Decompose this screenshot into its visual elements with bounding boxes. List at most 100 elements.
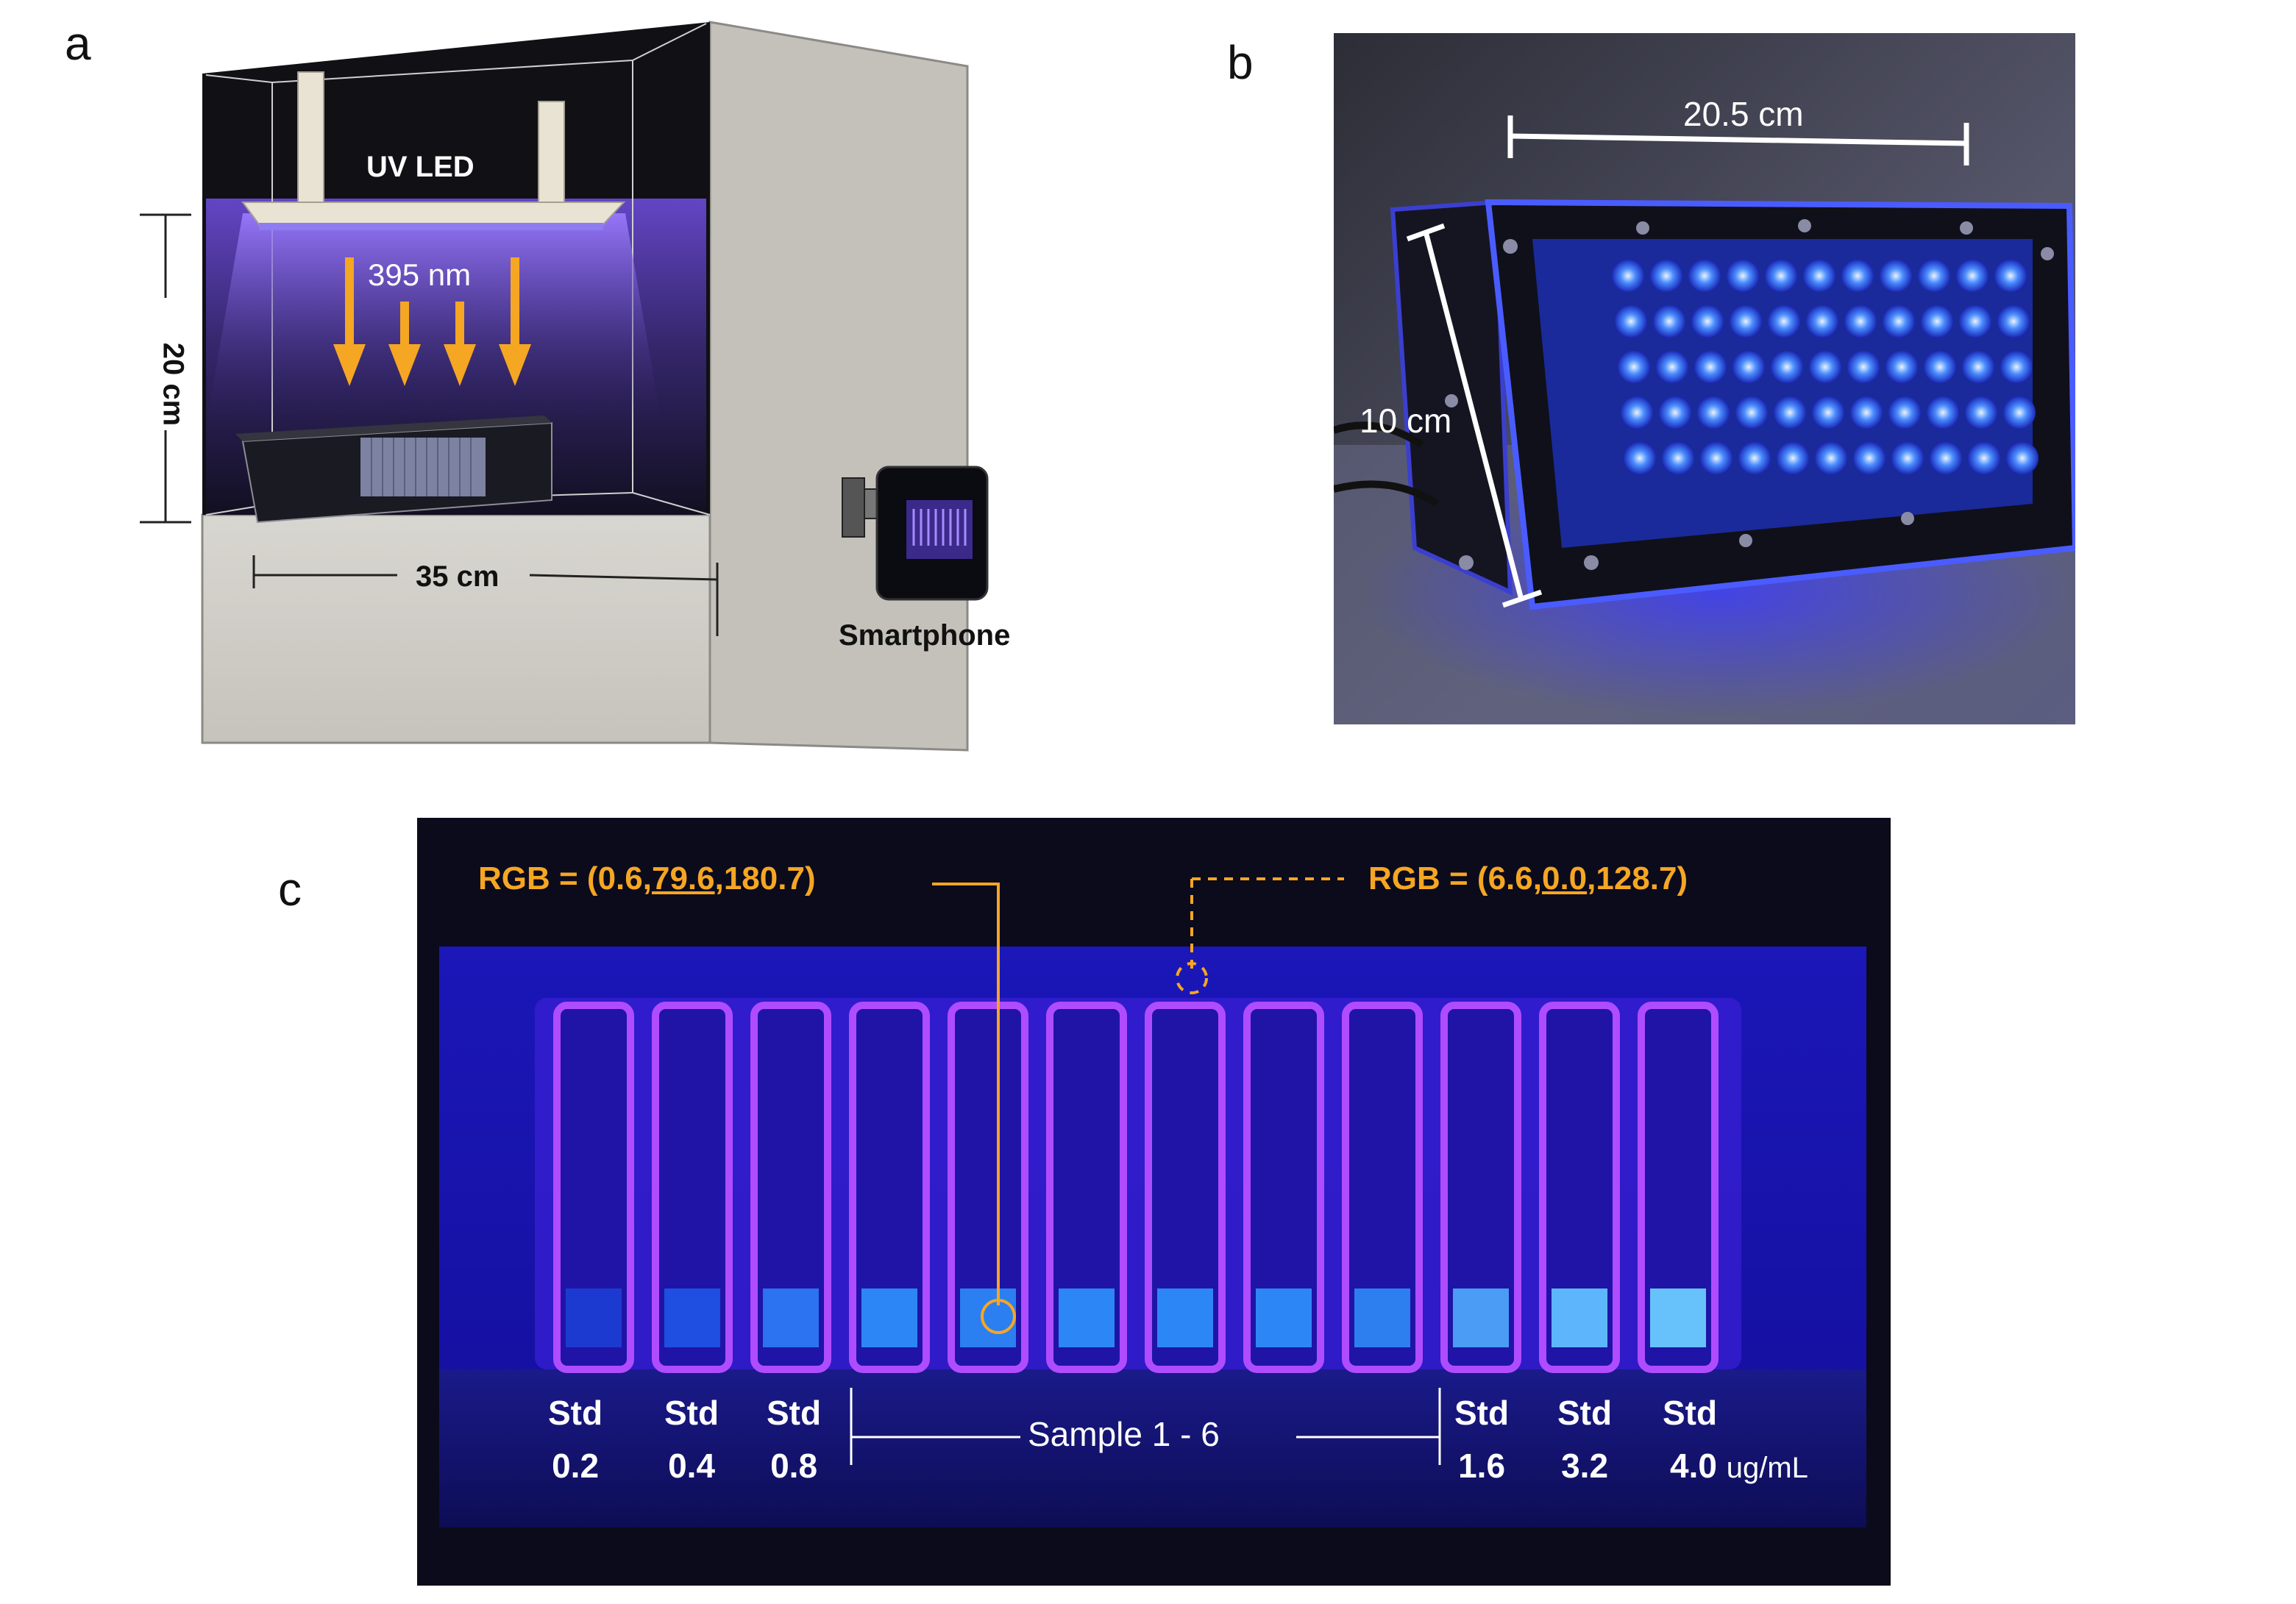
cuvette (948, 1002, 1028, 1373)
led-cell (1621, 396, 1653, 429)
cuvette-sample-fluid (763, 1288, 819, 1347)
led-cell (1697, 396, 1730, 429)
led-cell (1927, 396, 1959, 429)
length-20-5cm-label: 20.5 cm (1683, 95, 1804, 133)
cuvette-sample-fluid (1354, 1288, 1410, 1347)
cuvette (750, 1002, 831, 1373)
cuvette (1046, 1002, 1127, 1373)
led-cell (1844, 305, 1877, 338)
led-cell (1653, 305, 1685, 338)
led-cell (1656, 351, 1688, 383)
cuvette-sample-fluid (1059, 1288, 1115, 1347)
std-label-2: Std 0.4 (664, 1386, 719, 1492)
cuvette (1539, 1002, 1620, 1373)
led-cell (1962, 351, 1994, 383)
rgb-callout-left: RGB = (0.6,79.6,180.7) (478, 860, 816, 897)
cuvette-sample-fluid (664, 1288, 720, 1347)
led-cell (1812, 396, 1844, 429)
cuvette-sample-fluid (1453, 1288, 1509, 1347)
led-cell (1694, 351, 1727, 383)
led-cell (1806, 305, 1838, 338)
led-cell (1850, 396, 1883, 429)
cuvette-sample-fluid (1552, 1288, 1607, 1347)
cuvette (553, 1002, 634, 1373)
cuvette-sample-fluid (566, 1288, 622, 1347)
led-cell (1691, 305, 1724, 338)
led-cell (1888, 396, 1921, 429)
led-cell (1853, 442, 1886, 474)
panel-c-cuvette-photo (417, 818, 1891, 1586)
led-cell (1886, 351, 1918, 383)
std-word: Std (1454, 1394, 1510, 1432)
cuvette-sample-fluid (861, 1288, 917, 1347)
led-cell (1891, 442, 1924, 474)
led-cell (1774, 396, 1806, 429)
height-10cm-label: 10 cm (1360, 402, 1452, 440)
led-cell (1847, 351, 1880, 383)
led-cell (1815, 442, 1847, 474)
sample-label: Sample 1 - 6 (1028, 1415, 1220, 1453)
led-cell (1965, 396, 1997, 429)
led-cell (1997, 305, 2030, 338)
panel-a-letter: a (65, 17, 91, 70)
cuvette (849, 1002, 930, 1373)
rgb-left-green-value: 79.6 (651, 860, 715, 897)
std-value: 1.6 (1458, 1447, 1506, 1485)
led-cell (1968, 442, 2000, 474)
width-35cm-label: 35 cm (416, 560, 500, 593)
led-cell (1768, 305, 1800, 338)
led-cell (2000, 351, 2033, 383)
cuvette-sample-fluid (1256, 1288, 1312, 1347)
led-cell (1918, 260, 1950, 292)
led-cell (1624, 442, 1656, 474)
std-value: 0.8 (770, 1447, 818, 1485)
led-cell (1735, 396, 1768, 429)
cuvette-sample-fluid (960, 1288, 1016, 1347)
led-cell (1727, 260, 1759, 292)
std-value: 0.2 (552, 1447, 600, 1485)
std-value: 3.2 (1561, 1447, 1609, 1485)
std-value: 0.4 (668, 1447, 716, 1485)
std-word: Std (664, 1394, 719, 1432)
led-cell (1615, 305, 1647, 338)
led-cell (1924, 351, 1956, 383)
led-cell (1730, 305, 1762, 338)
led-cell (1809, 351, 1841, 383)
std-word: Std (767, 1394, 822, 1432)
std-label-4: Std 1.6 (1454, 1386, 1509, 1492)
std-word: Std (548, 1394, 603, 1432)
cuvette (1342, 1002, 1423, 1373)
unit-label: ug/mL (1726, 1452, 1808, 1484)
rgb-left-suffix: ,180.7) (714, 860, 816, 897)
led-cell (1765, 260, 1797, 292)
panel-c-letter: c (278, 863, 302, 916)
std-label-3: Std 0.8 (767, 1386, 821, 1492)
uv-led-label: UV LED (366, 151, 475, 183)
led-cell (1662, 442, 1694, 474)
cuvette (1145, 1002, 1226, 1373)
cuvette (1638, 1002, 1719, 1373)
led-cell (2006, 442, 2039, 474)
led-cell (1803, 260, 1835, 292)
wavelength-label: 395 nm (368, 257, 472, 292)
led-cell (1738, 442, 1771, 474)
led-cell (1994, 260, 2027, 292)
height-20cm-label: 20 cm (157, 342, 190, 427)
std-word: Std (1557, 1394, 1613, 1432)
rgb-callout-right: RGB = (6.6,0.0,128.7) (1368, 860, 1688, 897)
cuvette (652, 1002, 733, 1373)
rgb-right-prefix: RGB = (6.6, (1368, 860, 1542, 897)
cuvette-sample-fluid (1650, 1288, 1706, 1347)
std-label-5: Std 3.2 (1557, 1386, 1612, 1492)
rgb-right-green-value: 0.0 (1541, 860, 1588, 897)
led-cell (1732, 351, 1765, 383)
led-cell (1959, 305, 1991, 338)
std-label-6: Std 4.0 ug/mL (1663, 1386, 1808, 1494)
std-value: 4.0 (1670, 1447, 1717, 1485)
panel-c-callout-lines (850, 877, 1441, 1465)
led-cell (1700, 442, 1732, 474)
led-cell (1618, 351, 1650, 383)
panel-b-letter: b (1227, 36, 1254, 89)
led-cell (1688, 260, 1721, 292)
cuvette (1440, 1002, 1521, 1373)
